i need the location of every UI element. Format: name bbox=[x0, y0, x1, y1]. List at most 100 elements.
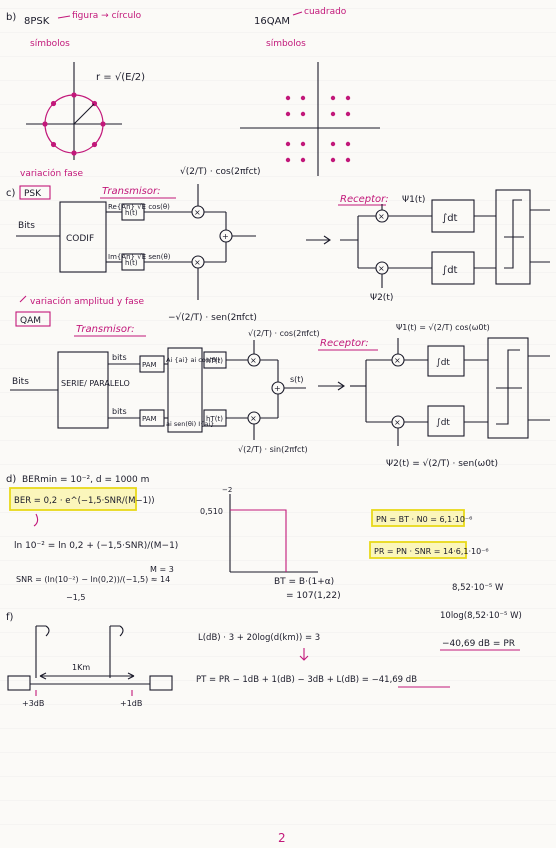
psk-rx-bottom-label: Ψ2(t) bbox=[370, 293, 393, 303]
qam-mapper-top: Ai {ai} ai cos(θi) bbox=[166, 356, 220, 364]
transmit-power-eq: PT = PR − 1dB + 1(dB) − 3dB + L(dB) = −4… bbox=[196, 675, 417, 685]
qam-mapper-bottom: ai sen(θi) I{ai} bbox=[166, 420, 214, 428]
qam-carrier-bottom: √(2/T) · sin(2πfct) bbox=[238, 445, 308, 454]
link-distance: 1Km bbox=[72, 663, 90, 672]
section-c-label: c) bbox=[6, 188, 15, 199]
svg-text:×: × bbox=[378, 264, 385, 273]
svg-text:×: × bbox=[250, 414, 257, 423]
qam-integral-top: ∫dt bbox=[436, 358, 450, 368]
qam-decision-block bbox=[487, 337, 529, 439]
gain-right: +1dB bbox=[120, 699, 142, 708]
qam-rx-bottom: Ψ2(t) = √(2/T) · sen(ω0t) bbox=[386, 458, 498, 469]
psk-integral-top: ∫dt bbox=[442, 213, 458, 224]
psk-carrier-top: √(2/T) · cos(2πfct) bbox=[180, 166, 261, 177]
psk-integral-bottom: ∫dt bbox=[442, 265, 458, 276]
section-c-psk: c) PSK Transmisor: √(2/T) · cos(2πfct) B… bbox=[6, 166, 550, 323]
power-eq-highlight bbox=[370, 542, 466, 558]
qam-symbol-points bbox=[285, 95, 351, 163]
qam-note-symbols: símbolos bbox=[266, 39, 306, 49]
section-d-label: d) bbox=[6, 474, 16, 485]
qam-transmitter-title: Transmisor: bbox=[76, 324, 134, 335]
psk-decision-symbol bbox=[504, 199, 522, 269]
serial-parallel-label: SERIE/ PARALELO bbox=[61, 379, 130, 388]
psk-filter-top-label: h(t) bbox=[125, 209, 138, 217]
noise-power-eq: PN = BT · N0 = 6,1·10⁻⁶ bbox=[376, 515, 472, 524]
qam-integral-bottom: ∫dt bbox=[436, 418, 450, 428]
psk-branch-q: Im{An} √E sen(θ) bbox=[108, 253, 171, 261]
psk-caption: variación fase bbox=[20, 168, 83, 179]
station-left bbox=[7, 675, 31, 691]
qam-filter-top-label: hT(t) bbox=[206, 357, 223, 365]
pam-bottom-label: PAM bbox=[142, 415, 157, 423]
svg-text:×: × bbox=[250, 356, 257, 365]
qam-note-square: cuadrado bbox=[304, 7, 347, 17]
antenna-left bbox=[35, 625, 50, 678]
qam-variation-note: variación amplitud y fase bbox=[30, 296, 144, 307]
ber-formula-highlight bbox=[10, 488, 136, 510]
qam-integrator-top bbox=[427, 345, 465, 377]
8psk-title: 8PSK bbox=[24, 16, 50, 27]
qam-integrator-bottom bbox=[427, 405, 465, 437]
antenna-right bbox=[109, 625, 124, 678]
psk-symbol-points bbox=[42, 92, 106, 156]
qam-bits-i: bits bbox=[112, 353, 127, 362]
bandwidth-formula: BT = B·(1+α) bbox=[274, 577, 334, 587]
station-right bbox=[149, 675, 173, 691]
page-number: 2 bbox=[278, 831, 286, 845]
psk-tag-box bbox=[19, 185, 51, 200]
psk-note-symbols: símbolos bbox=[30, 39, 70, 49]
16qam-title: 16QAM bbox=[254, 16, 290, 27]
qam-tx-rx-arrow bbox=[318, 381, 345, 391]
dbw-result: −40,69 dB = PR bbox=[442, 639, 515, 649]
psk-radius-expr: r = √(E/2) bbox=[96, 72, 145, 83]
ber-formula: BER = 0,2 · e^(−1,5·SNR/(M−1)) bbox=[14, 496, 155, 506]
psk-radius-line bbox=[73, 103, 95, 125]
snr-equation: SNR = (ln(10⁻²) − ln(0,2))/(−1,5) ≈ 14 bbox=[16, 575, 170, 584]
psk-arrow bbox=[57, 15, 71, 19]
psk-coder-label: CODIF bbox=[66, 234, 94, 244]
pam-top-label: PAM bbox=[142, 361, 157, 369]
psk-carrier-bottom: −√(2/T) · sen(2πfct) bbox=[168, 312, 257, 323]
path-loss-eq: L(dB) · 3 + 20log(d(km)) = 3 bbox=[198, 633, 320, 643]
section-f-label: f) bbox=[6, 612, 14, 623]
section-c-qam: variación amplitud y fase QAM Transmisor… bbox=[10, 295, 550, 469]
psk-tag: PSK bbox=[24, 189, 42, 199]
qam-bits-label: Bits bbox=[12, 377, 29, 387]
tx-rx-arrow bbox=[306, 235, 331, 245]
qam-bits-q: bits bbox=[112, 407, 127, 416]
qam-arrow bbox=[292, 11, 303, 16]
serial-parallel-block bbox=[57, 351, 109, 429]
svg-text:×: × bbox=[378, 212, 385, 221]
qam-rx-top: Ψ1(t) = √(2/T) cos(ω0t) bbox=[396, 323, 490, 332]
svg-text:×: × bbox=[194, 258, 201, 267]
dbw-conversion: 10log(8,52·10⁻⁵ W) bbox=[440, 611, 522, 621]
qam-constellation bbox=[240, 62, 380, 176]
psk-constellation: r = √(E/2) bbox=[26, 62, 145, 160]
qam-receiver-title: Receptor: bbox=[320, 338, 369, 349]
section-b-label: b) bbox=[6, 12, 16, 23]
ber-graph-curve bbox=[230, 509, 287, 572]
section-b: b) 8PSK figura → círculo símbolos r = √(… bbox=[6, 7, 380, 179]
svg-text:×: × bbox=[194, 208, 201, 217]
distance-arrow bbox=[39, 672, 135, 680]
ber-graph-y-tick: 0,510 bbox=[200, 507, 223, 516]
qam-mapper-block bbox=[167, 347, 203, 433]
psk-coder-block bbox=[59, 201, 107, 273]
snr-denominator: −1,5 bbox=[66, 593, 85, 602]
qam-carrier-top: √(2/T) · cos(2πfct) bbox=[248, 329, 320, 338]
qam-sum-output: s(t) bbox=[290, 375, 304, 384]
psk-note-figure: figura → círculo bbox=[72, 11, 142, 21]
psk-receiver-title: Receptor: bbox=[340, 194, 389, 205]
section-d: d) BERmin = 10⁻², d = 1000 m BER = 0,2 ·… bbox=[6, 474, 522, 651]
gain-left: +3dB bbox=[22, 699, 44, 708]
received-power-eq: PR = PN · SNR = 14·6,1·10⁻⁶ bbox=[374, 547, 489, 556]
svg-text:×: × bbox=[394, 418, 401, 427]
section-f: f) 1Km +3dB +1dB L(dB) · 3 + 20log(d(km)… bbox=[6, 612, 450, 708]
svg-text:+: + bbox=[274, 384, 281, 393]
noise-eq-highlight bbox=[372, 510, 464, 526]
ln-equation: ln 10⁻² = ln 0,2 + (−1,5·SNR)/(M−1) bbox=[14, 541, 178, 551]
psk-rx-top-label: Ψ1(t) bbox=[402, 195, 425, 205]
svg-text:×: × bbox=[394, 356, 401, 365]
psk-branch-i: Re{An} √E cos(θ) bbox=[108, 203, 170, 211]
ber-graph-y-exp: −2 bbox=[222, 486, 232, 494]
